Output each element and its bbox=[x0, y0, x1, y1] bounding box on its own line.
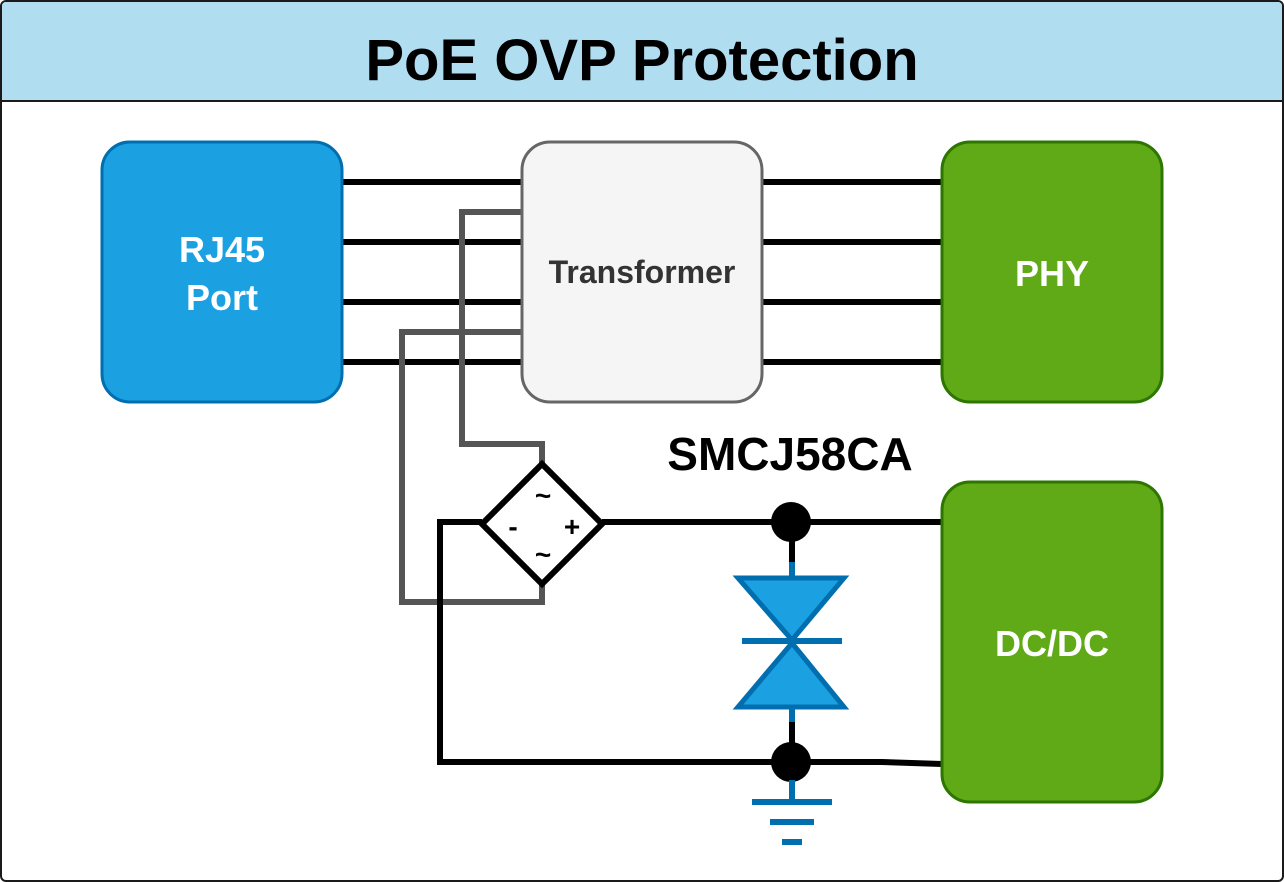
rj45-label-line1: RJ45 bbox=[179, 229, 265, 270]
dcdc-label: DC/DC bbox=[995, 623, 1109, 664]
bridge-minus: - bbox=[508, 511, 517, 542]
title-bar: PoE OVP Protection bbox=[2, 2, 1282, 102]
bridge-ac-bottom: ~ bbox=[535, 539, 551, 570]
center-tap-wire-1 bbox=[459, 209, 545, 464]
bridge-rectifier-symbol bbox=[477, 459, 607, 589]
dcdc-block bbox=[940, 480, 1164, 804]
negative-rail-dcdc bbox=[792, 759, 943, 767]
bridge-plus: + bbox=[564, 511, 580, 542]
phy-block bbox=[940, 140, 1164, 404]
junction-dot-top bbox=[771, 502, 811, 542]
ground-icon bbox=[752, 780, 832, 845]
bridge-ac-top: ~ bbox=[535, 480, 551, 511]
transformer-phy-lines bbox=[762, 179, 942, 365]
page-title: PoE OVP Protection bbox=[365, 28, 919, 93]
tvs-upper-triangle bbox=[732, 575, 850, 644]
phy-label: PHY bbox=[1015, 253, 1089, 294]
tvs-part-number: SMCJ58CA bbox=[667, 428, 912, 480]
negative-rail bbox=[437, 519, 792, 765]
transformer-block bbox=[520, 140, 764, 404]
tvs-diode-icon bbox=[732, 562, 850, 722]
rj45-port-block bbox=[100, 140, 344, 404]
junction-dot-bottom bbox=[771, 742, 811, 782]
transformer-label: Transformer bbox=[549, 254, 736, 290]
rj45-transformer-lines bbox=[342, 179, 522, 365]
center-tap-wires bbox=[399, 209, 545, 605]
center-tap-wire-2 bbox=[399, 329, 545, 605]
rj45-label-line2: Port bbox=[186, 277, 258, 318]
tvs-lower-triangle bbox=[732, 639, 850, 710]
